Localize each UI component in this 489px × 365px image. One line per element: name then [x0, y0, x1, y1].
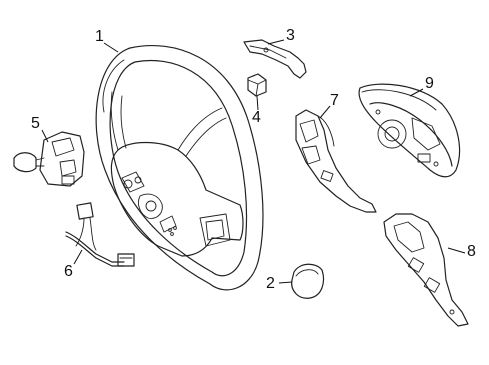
spoke-cover-illustration: [383, 213, 469, 327]
steering-wheel-illustration: [95, 44, 264, 291]
callout-7: 7: [330, 92, 339, 109]
callout-8: 8: [467, 243, 476, 260]
cap-illustration: [291, 263, 325, 299]
callout-1: 1: [95, 28, 104, 45]
callout-5: 5: [31, 115, 40, 132]
callout-6: 6: [64, 263, 73, 280]
wire-harness-illustration: [65, 202, 135, 267]
nut-illustration: [247, 73, 267, 97]
callout-9: 9: [425, 75, 434, 92]
clock-spring-illustration: [13, 131, 85, 187]
cover-bracket-illustration: [243, 39, 307, 79]
leader-lines: [41, 39, 466, 284]
airbag-module-illustration: [358, 83, 461, 178]
callout-2: 2: [266, 275, 275, 292]
callout-3: 3: [286, 27, 295, 44]
callout-4: 4: [252, 109, 261, 126]
lower-cover-illustration: [295, 109, 377, 213]
